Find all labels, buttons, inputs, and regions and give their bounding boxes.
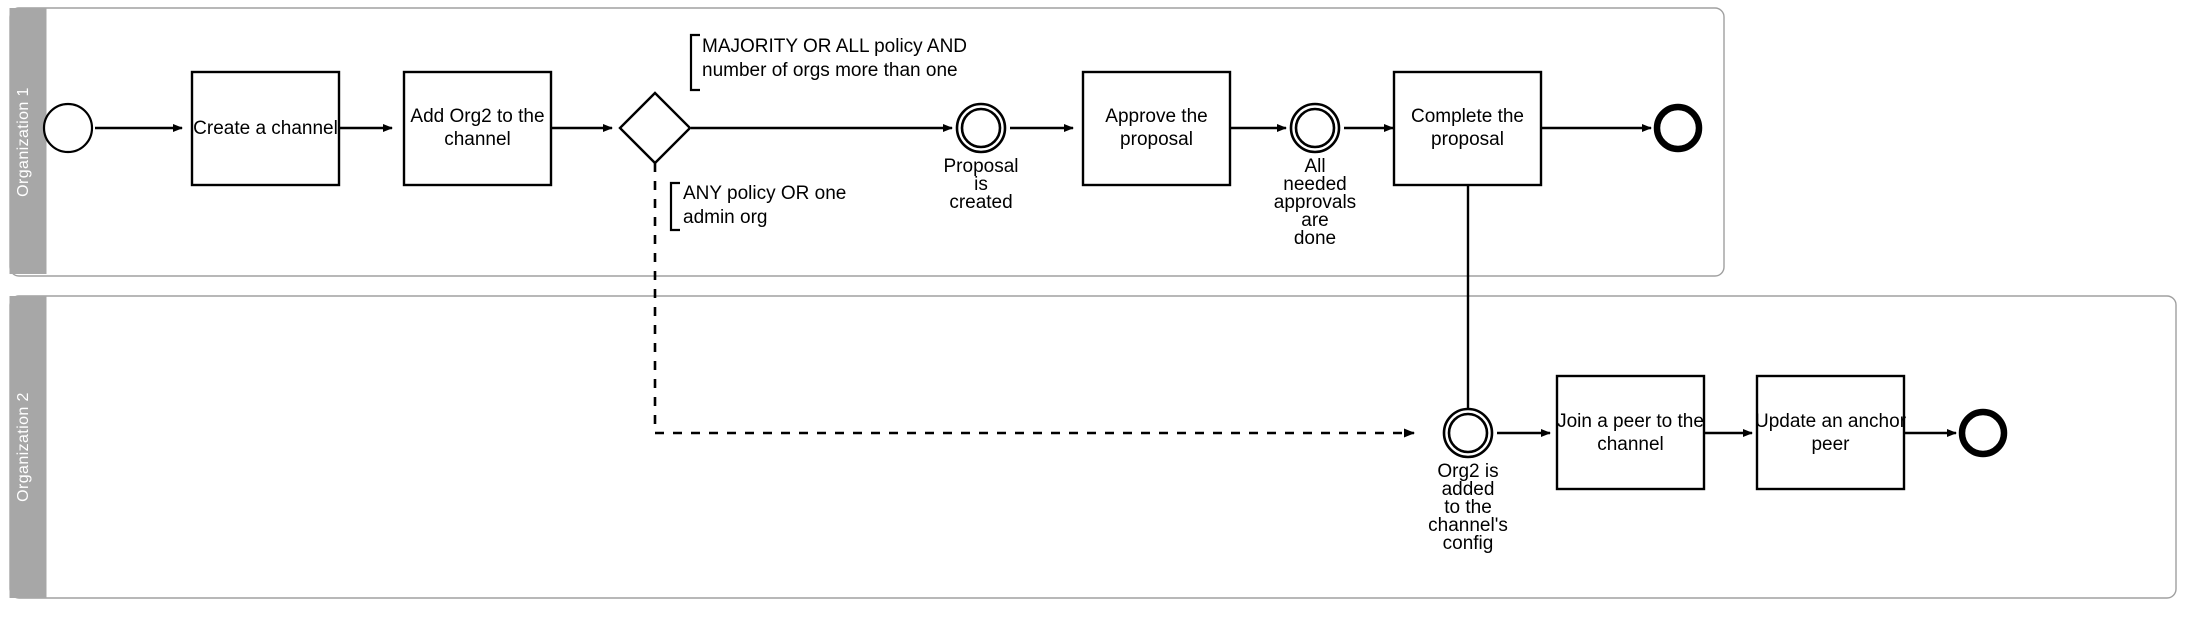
- task-approve-label-line1: Approve the: [1105, 106, 1207, 127]
- end-event-org2[interactable]: [1958, 408, 2008, 458]
- event-proposal-created-label-line2: is: [974, 174, 988, 195]
- task-join-a-peer-to-the-channel[interactable]: Join a peer to the channel: [1555, 374, 1706, 491]
- pool-organization-2: Organization 2: [9, 295, 2177, 599]
- event-proposal-created-label-line3: created: [949, 192, 1012, 213]
- task-complete-the-proposal-box[interactable]: [1392, 70, 1543, 187]
- event-approvals-done-label-line5: done: [1294, 228, 1336, 249]
- intermediate-event-approvals-done[interactable]: All needed approvals are done: [1274, 102, 1356, 249]
- annotation-majority-line1: MAJORITY OR ALL policy AND: [702, 36, 967, 57]
- task-complete-label-line2: proposal: [1431, 129, 1504, 150]
- task-join-peer-label-line1: Join a peer to the: [1557, 411, 1704, 432]
- task-create-a-channel-box[interactable]: [190, 70, 341, 187]
- task-join-peer-label-line2: channel: [1597, 434, 1664, 455]
- pool-1-label: Organization 1: [15, 87, 32, 197]
- event-approvals-done-label-line1: All: [1304, 156, 1325, 177]
- event-org2-added-label-line1: Org2 is: [1437, 461, 1498, 482]
- event-org2-added-label-line4: channel's: [1428, 515, 1508, 536]
- task-create-a-channel[interactable]: Create a channel: [190, 70, 341, 187]
- event-approvals-done-label-line3: approvals: [1274, 192, 1356, 213]
- end-event-org1[interactable]: [1653, 103, 1703, 153]
- task-add-org2-to-the-channel[interactable]: Add Org2 to the channel: [402, 70, 553, 187]
- task-approve-the-proposal[interactable]: Approve the proposal: [1081, 70, 1232, 187]
- event-org2-added-label-line5: config: [1443, 533, 1494, 554]
- task-complete-label-line1: Complete the: [1411, 106, 1524, 127]
- task-create-a-channel-label: Create a channel: [193, 118, 338, 139]
- annotation-majority-policy: MAJORITY OR ALL policy AND number of org…: [689, 33, 967, 92]
- event-approvals-done-label-line4: are: [1301, 210, 1328, 231]
- task-add-org2-label-line2: channel: [444, 129, 511, 150]
- intermediate-event-org2-added-inner-ring: [1447, 412, 1489, 454]
- intermediate-event-approvals-done-inner-ring: [1294, 107, 1336, 149]
- annotation-any-line1: ANY policy OR one: [683, 183, 846, 204]
- exclusive-gateway-policy-check[interactable]: [618, 91, 692, 165]
- event-proposal-created-label-line1: Proposal: [944, 156, 1019, 177]
- flow-gateway-any-policy-to-org2-added: [653, 163, 1415, 438]
- pool-2-label: Organization 2: [15, 392, 32, 502]
- cross-pool-flows: [653, 163, 1472, 438]
- intermediate-event-proposal-created[interactable]: Proposal is created: [944, 102, 1019, 213]
- pool-1-header-band: [9, 8, 47, 274]
- annotation-majority-bracket: [689, 33, 700, 92]
- task-approve-label-line2: proposal: [1120, 129, 1193, 150]
- annotation-any-bracket: [669, 181, 680, 232]
- task-add-org2-label-line1: Add Org2 to the: [410, 106, 544, 127]
- task-update-anchor-label-line1: Update an anchor: [1755, 411, 1907, 432]
- start-event-org1[interactable]: [42, 102, 94, 154]
- task-update-anchor-label-line2: peer: [1811, 434, 1850, 455]
- pool-1-header-group: [9, 8, 47, 274]
- annotation-majority-line2: number of orgs more than one: [702, 60, 958, 81]
- annotation-any-line2: admin org: [683, 207, 768, 228]
- annotation-any-policy: ANY policy OR one admin org: [669, 181, 846, 232]
- event-org2-added-label-line2: added: [1442, 479, 1495, 500]
- event-approvals-done-label-line2: needed: [1283, 174, 1346, 195]
- task-join-peer-box[interactable]: [1555, 374, 1706, 491]
- task-update-an-anchor-peer[interactable]: Update an anchor peer: [1755, 374, 1907, 491]
- intermediate-event-proposal-created-inner-ring: [960, 107, 1002, 149]
- pool-2-header-band: [9, 296, 47, 598]
- task-add-org2-box[interactable]: [402, 70, 553, 187]
- task-approve-the-proposal-box[interactable]: [1081, 70, 1232, 187]
- task-complete-the-proposal[interactable]: Complete the proposal: [1392, 70, 1543, 187]
- pool-2-header-group: [9, 296, 47, 598]
- task-update-anchor-peer-box[interactable]: [1755, 374, 1906, 491]
- intermediate-event-org2-added[interactable]: Org2 is added to the channel's config: [1428, 407, 1508, 554]
- event-org2-added-label-line3: to the: [1444, 497, 1492, 518]
